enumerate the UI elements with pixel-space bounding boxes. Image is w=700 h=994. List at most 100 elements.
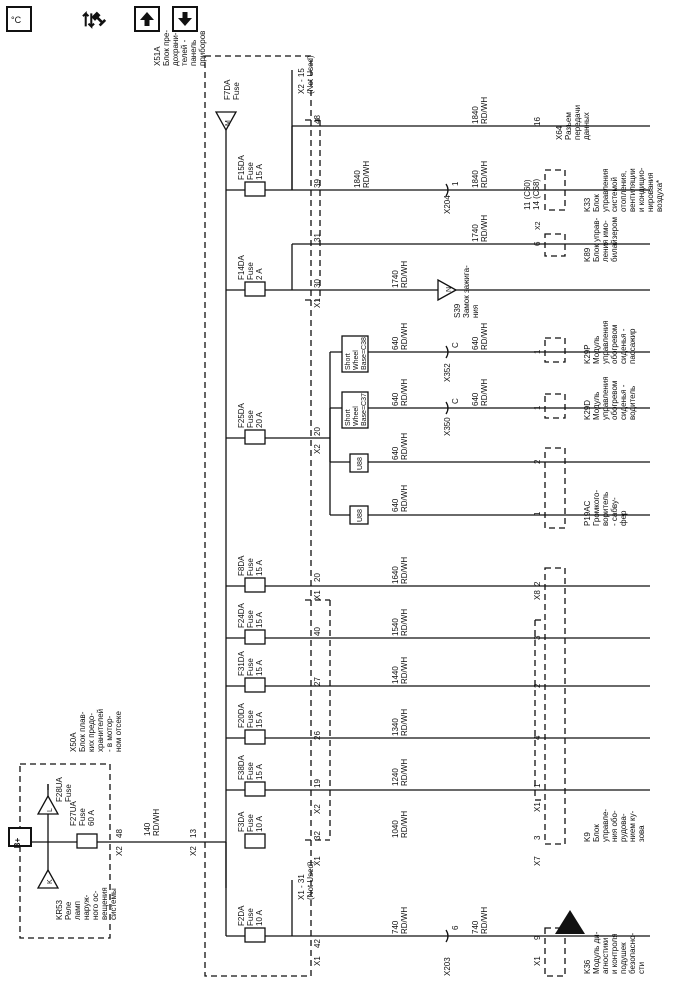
svg-text:60 A: 60 A [87,809,96,826]
svg-text:дохрани-: дохрани- [171,32,180,66]
svg-text:Блок пре-: Блок пре- [162,30,171,66]
svg-text:Fuse: Fuse [246,908,255,926]
svg-text:F27UA: F27UA [69,800,78,826]
svg-text:RD/WH: RD/WH [400,485,409,512]
svg-text:вентиляции: вентиляции [628,168,637,212]
battery-plus-box [8,827,32,847]
svg-text:Fuse: Fuse [246,262,255,280]
svg-text:X50A: X50A [69,732,78,752]
svg-text:ном отсеке: ном отсеке [114,711,123,752]
svg-text:K89: K89 [583,247,592,262]
svg-text:M: M [225,120,232,126]
page-down-button[interactable] [172,6,198,32]
svg-text:X1: X1 [313,856,322,866]
svg-text:1840: 1840 [471,170,480,188]
svg-text:RD/WH: RD/WH [400,261,409,288]
svg-text:F25DA: F25DA [237,402,246,428]
svg-text:X2 - 15: X2 - 15 [297,68,306,94]
svg-text:1: 1 [533,783,542,788]
svg-text:F38DA: F38DA [237,754,246,780]
svg-text:20 A: 20 A [255,411,264,428]
current-flow-button[interactable] [82,6,108,32]
svg-text:1840: 1840 [471,106,480,124]
svg-text:Блок плав-: Блок плав- [78,711,87,752]
svg-text:ния обо-: ния обо- [610,810,619,842]
svg-text:2: 2 [533,683,542,688]
svg-text:F28UA: F28UA [55,776,64,802]
arrow-down-icon [178,12,192,26]
svg-text:RD/WH: RD/WH [400,379,409,406]
svg-text:Реле: Реле [64,901,73,920]
svg-text:2 A: 2 A [255,268,264,280]
svg-text:сиденья -: сиденья - [619,328,628,364]
svg-text:X64: X64 [555,125,564,140]
svg-text:F15DA: F15DA [237,154,246,180]
svg-text:15 A: 15 A [255,611,264,628]
svg-text:RD/WH: RD/WH [480,161,489,188]
svg-text:управления: управления [601,320,610,364]
svg-text:16: 16 [533,117,542,126]
svg-text:RD/WH: RD/WH [400,709,409,736]
svg-text:Разъем: Разъем [564,112,573,140]
svg-text:RD/WH: RD/WH [400,609,409,636]
svg-text:X204: X204 [443,195,452,214]
svg-text:управле-: управле- [601,809,610,842]
svg-text:X2: X2 [115,846,124,856]
svg-text:K36: K36 [583,959,592,974]
svg-text:RD/WH: RD/WH [400,759,409,786]
svg-text:системы: системы [109,888,118,920]
svg-text:X51A: X51A [153,46,162,66]
svg-text:Fuse: Fuse [246,658,255,676]
svg-text:фер: фер [619,510,628,526]
svg-text:Блок управ-: Блок управ- [592,217,601,262]
page-up-button[interactable] [134,6,160,32]
svg-text:K9: K9 [583,832,592,842]
svg-text:ного ос-: ного ос- [91,890,100,920]
svg-text:X1: X1 [313,590,322,600]
svg-text:1540: 1540 [391,618,400,636]
svg-text:1: 1 [533,405,542,410]
svg-text:640: 640 [391,446,400,460]
svg-text:RD/WH: RD/WH [400,433,409,460]
svg-text:RD/WH: RD/WH [400,657,409,684]
svg-text:и кондицио-: и кондицио- [637,167,646,212]
svg-text:Fuse: Fuse [246,762,255,780]
svg-text:X2: X2 [313,444,322,454]
svg-text:системой: системой [610,177,619,212]
svg-text:Wheel: Wheel [353,406,360,426]
svg-text:1840: 1840 [353,170,362,188]
svg-text:безопасно-: безопасно- [628,933,637,974]
svg-text:C: C [451,342,460,348]
svg-text:RD/WH: RD/WH [480,907,489,934]
svg-text:15 A: 15 A [255,659,264,676]
svg-text:F20DA: F20DA [237,702,246,728]
temperature-units-button[interactable]: °C [6,6,32,32]
svg-text:F7DA: F7DA [223,79,232,100]
svg-text:X2: X2 [313,804,322,814]
svg-text:панель: панель [189,40,198,66]
svg-text:сти: сти [637,962,646,974]
svg-text:U88: U88 [357,457,364,470]
svg-text:1: 1 [533,349,542,354]
svg-text:RD/WH: RD/WH [480,323,489,350]
svg-text:F31DA: F31DA [237,650,246,676]
svg-text:X352: X352 [443,363,452,382]
svg-text:20: 20 [313,427,322,436]
svg-text:вещения: вещения [100,887,109,920]
svg-text:X7: X7 [533,856,542,866]
svg-text:RD/WH: RD/WH [480,215,489,242]
svg-text:Base=C37: Base=C37 [361,393,368,426]
svg-text:X1: X1 [313,956,322,966]
svg-text:X1: X1 [533,956,542,966]
svg-text:20: 20 [313,573,322,582]
svg-text:10 A: 10 A [255,815,264,832]
svg-text:Модуль: Модуль [592,392,601,420]
svg-text:ламп: ламп [73,901,82,920]
svg-text:управления: управления [601,168,610,212]
svg-text:KR53: KR53 [55,899,64,920]
toolbar: °C [0,0,700,50]
